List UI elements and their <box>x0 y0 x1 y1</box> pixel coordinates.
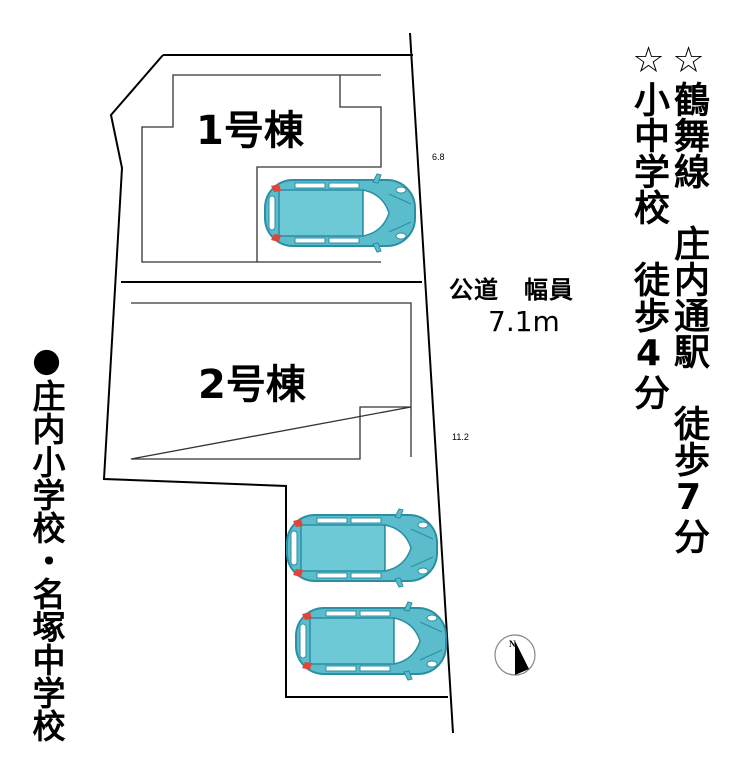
road-label: 公道 幅員 <box>449 276 574 304</box>
school-walk-text: ☆小中学校 徒歩4分 <box>628 40 669 410</box>
car-lot2-b <box>295 601 447 681</box>
car-lot2-a <box>286 508 438 588</box>
compass-north-label: N <box>509 639 516 649</box>
station-access-text: ☆鶴舞線 庄内通駅 徒歩7分 <box>668 40 709 554</box>
road-width: 7.1m <box>488 305 560 338</box>
lot1-label: 1号棟 <box>196 108 304 154</box>
lot1-building-outline <box>141 74 382 263</box>
road-boundary-line <box>409 32 454 734</box>
frontage-top-dimension: 6.8 <box>432 152 445 162</box>
lot-outline <box>102 54 448 698</box>
car-lot1 <box>264 173 416 253</box>
compass-icon: N <box>494 634 536 676</box>
frontage-bottom-dimension: 11.2 <box>452 432 469 442</box>
school-district-text: ●庄内小学校・名塚中学校 <box>27 340 66 742</box>
lot2-label: 2号棟 <box>198 362 306 408</box>
lot2-building-outline <box>130 302 412 460</box>
